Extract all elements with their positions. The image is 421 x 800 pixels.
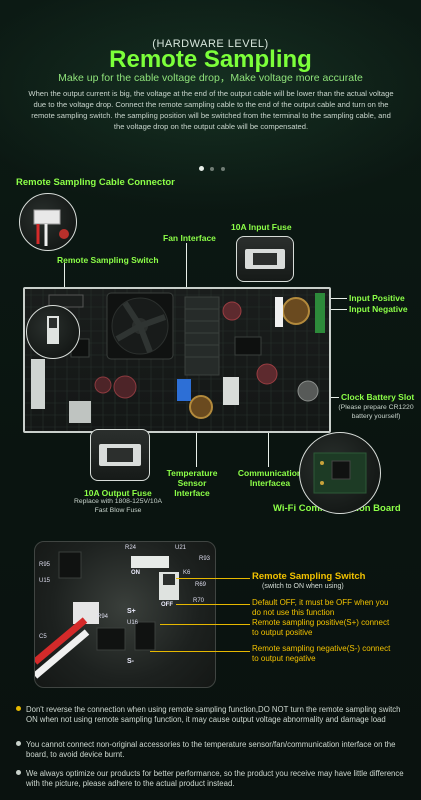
closeup-switch-note: (switch to ON when using) (262, 583, 344, 590)
label-input-positive: Input Positive (349, 293, 405, 303)
closeup-positive-line-2: to output positive (252, 628, 313, 637)
pointer-line (196, 425, 197, 467)
carousel-dot-3[interactable] (220, 167, 225, 171)
pcb-board-image (23, 287, 331, 433)
label-output-fuse: 10A Output Fuse (84, 488, 152, 498)
closeup-switch-title: Remote Sampling Switch (252, 571, 366, 582)
clock-battery-note-line-2: battery yourself) (351, 412, 401, 420)
carousel-dot-2[interactable] (210, 167, 215, 171)
label-communication-line-1: Communication (237, 468, 303, 478)
switch-closeup-image: ON OFF R24 U21 R93 K6 R69 R70 R94 U16 C5… (34, 541, 216, 688)
pointer-line (186, 243, 187, 295)
label-temperature-sensor: Temperature Sensor Interface (152, 468, 232, 498)
silk-r94: R94 (97, 614, 109, 620)
silk-r95: R95 (39, 562, 51, 568)
note-bullet (16, 741, 21, 746)
description-paragraph: When the output current is big, the volt… (28, 89, 394, 131)
silk-r24: R24 (125, 545, 137, 551)
hardware-level-kicker: (HARDWARE LEVEL) (152, 38, 269, 50)
warning-bullet (16, 706, 21, 711)
closeup-pointer (150, 651, 250, 652)
carousel-dot-1[interactable] (199, 166, 204, 171)
silk-k6: K6 (183, 570, 191, 576)
pointer-line (319, 298, 347, 299)
warning-note-3-text: We always optimize our products for bett… (26, 769, 404, 788)
closeup-pointer (176, 604, 250, 605)
closeup-default-off-line-1: Default OFF, it must be OFF when you (252, 598, 389, 607)
silk-r93: R93 (199, 556, 211, 562)
closeup-pointer (160, 624, 250, 625)
closeup-negative-line-2: to output negative (252, 654, 316, 663)
wifi-board-inset (299, 432, 381, 514)
page-title: Remote Sampling (109, 46, 312, 73)
silk-s-minus: S- (127, 658, 134, 665)
label-remote-sampling-cable-connector: Remote Sampling Cable Connector (16, 177, 175, 188)
output-fuse-note-line-1: Replace with 1808-125V/10A (73, 498, 163, 505)
cable-connector-inset (19, 193, 77, 251)
silk-c5: C5 (39, 634, 47, 640)
label-clock-battery-slot: Clock Battery Slot (341, 392, 415, 402)
closeup-negative-line-1: Remote sampling negative(S-) connect (252, 644, 391, 653)
label-remote-sampling-switch: Remote Sampling Switch (57, 255, 159, 265)
closeup-positive: Remote sampling positive(S+) connect to … (252, 618, 389, 638)
label-communication-interface: Communication Interfacea (234, 468, 306, 488)
silk-u16: U16 (127, 620, 139, 626)
pointer-line (268, 425, 269, 467)
label-communication-line-2: Interfacea (249, 478, 291, 488)
label-input-negative: Input Negative (349, 304, 408, 314)
closeup-negative: Remote sampling negative(S-) connect to … (252, 644, 390, 664)
page-subtitle: Make up for the cable voltage drop，Make … (58, 72, 363, 84)
output-fuse-inset (90, 429, 150, 481)
label-temperature-sensor-line-2: Interface (174, 488, 210, 498)
silk-r70: R70 (193, 598, 205, 604)
silk-s-plus: S+ (127, 608, 136, 615)
silk-r69: R69 (195, 582, 207, 588)
closeup-positive-line-1: Remote sampling positive(S+) connect (252, 618, 390, 627)
note-bullet (16, 770, 21, 775)
closeup-default-off: Default OFF, it must be OFF when you do … (252, 598, 389, 618)
closeup-default-off-line-2: do not use this function (252, 608, 335, 617)
output-fuse-note: Replace with 1808-125V/10A Fast Blow Fus… (58, 498, 178, 515)
label-input-fuse: 10A Input Fuse (231, 222, 292, 232)
output-fuse-note-line-2: Fast Blow Fuse (94, 506, 142, 514)
warning-note-2-text: You cannot connect non-original accessor… (26, 740, 396, 759)
pointer-line (64, 263, 65, 293)
closeup-pointer (176, 578, 250, 579)
label-fan-interface: Fan Interface (163, 233, 216, 243)
silk-on: ON (131, 570, 140, 576)
silk-off: OFF (161, 602, 173, 608)
warning-note-1-text: Don't reverse the connection when using … (26, 705, 401, 724)
warning-note-3: We always optimize our products for bett… (16, 769, 410, 789)
silk-u21: U21 (175, 545, 187, 551)
pointer-line (319, 309, 347, 310)
warning-note-2: You cannot connect non-original accessor… (16, 740, 410, 760)
label-temperature-sensor-line-1: Temperature Sensor (166, 468, 218, 488)
clock-battery-note: (Please prepare CR1220 battery yourself) (336, 404, 416, 421)
input-fuse-inset (236, 236, 294, 282)
warning-note-1: Don't reverse the connection when using … (16, 705, 410, 725)
clock-battery-note-line-1: (Please prepare CR1220 (338, 404, 414, 411)
switch-inset (26, 305, 80, 359)
silk-u15: U15 (39, 578, 51, 584)
carousel-dots[interactable] (198, 158, 226, 176)
